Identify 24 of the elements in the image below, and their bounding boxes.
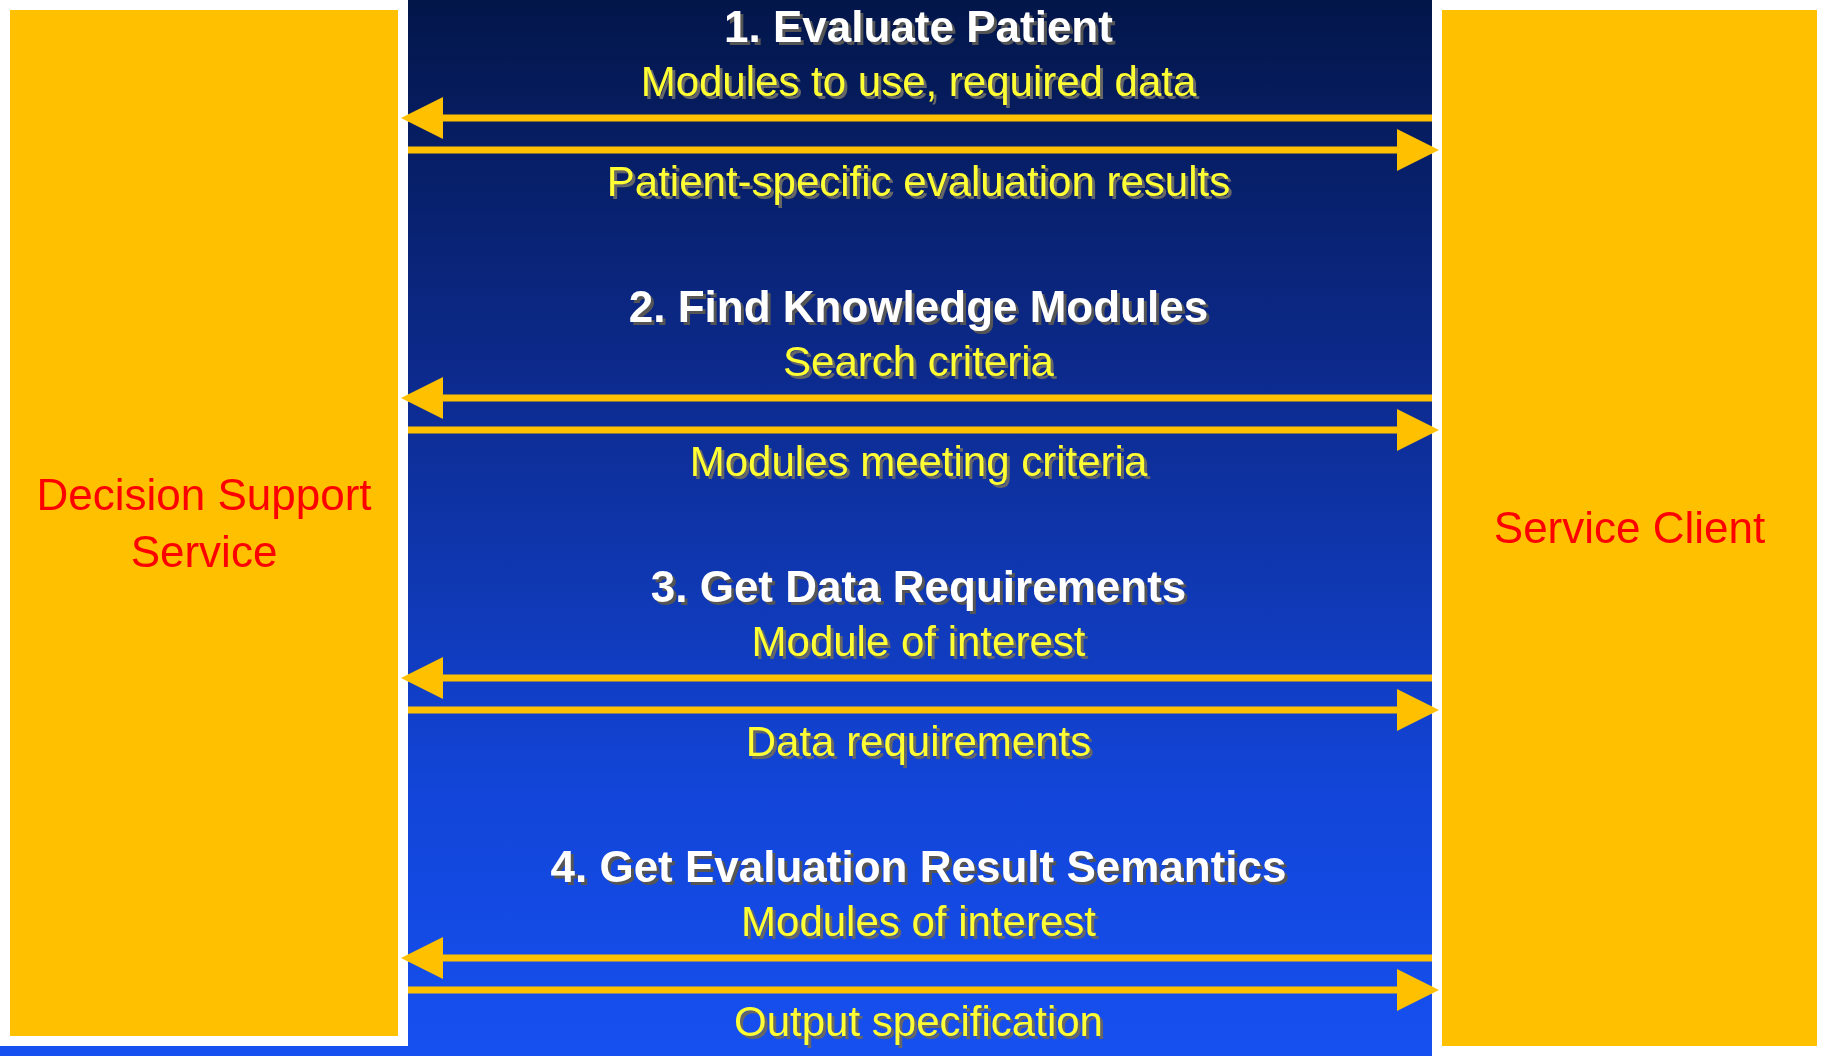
edge-label: Modules to use, required data — [639, 58, 1198, 106]
box-label: Decision Support Service — [35, 468, 373, 578]
arrow — [401, 377, 1432, 419]
edge-label: Search criteria — [782, 338, 1055, 386]
step-heading: 4. Get Evaluation Result Semantics — [549, 842, 1288, 892]
step-heading: 2. Find Knowledge Modules — [627, 282, 1210, 332]
client-box — [1432, 0, 1827, 1056]
arrow — [401, 97, 1432, 139]
arrow — [401, 657, 1432, 699]
step-heading: 1. Evaluate Patient — [723, 2, 1114, 52]
edge-label: Modules meeting criteria — [688, 438, 1149, 486]
arrow — [401, 937, 1432, 979]
edge-label: Modules of interest — [740, 898, 1097, 946]
step-heading: 3. Get Data Requirements — [649, 562, 1188, 612]
edge-label: Output specification — [733, 998, 1104, 1046]
arrow — [408, 129, 1439, 171]
edge-label: Data requirements — [744, 718, 1093, 766]
arrow — [408, 969, 1439, 1011]
arrow — [408, 689, 1439, 731]
edge-label: Module of interest — [750, 618, 1087, 666]
service-box — [0, 0, 408, 1046]
arrow — [408, 409, 1439, 451]
edge-label: Patient-specific evaluation results — [605, 158, 1232, 206]
box-label: Service Client — [1493, 502, 1766, 555]
